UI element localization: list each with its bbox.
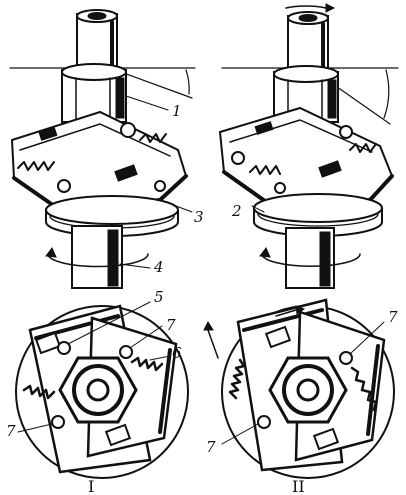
hub-shade-right: [327, 79, 337, 119]
weight-left-b-edge: [158, 348, 172, 434]
pin-right-1: [339, 125, 353, 139]
spring-right-b: [349, 143, 377, 153]
cam-disc-right: [253, 193, 383, 223]
plan-bore-right: [296, 378, 320, 402]
weight-right-b-edge: [366, 344, 380, 436]
hub-shade-left: [115, 77, 125, 119]
cam-disc-left: [45, 195, 179, 225]
label-part-6: 6: [172, 344, 182, 362]
weight-direction-arrow: [295, 305, 306, 315]
weight-direction-line: [275, 309, 297, 317]
spring-left-b: [139, 133, 167, 143]
leader-7-top-right: [349, 321, 385, 355]
plan-spring-right-left: [228, 358, 246, 400]
lower-shaft-shade-right: [319, 231, 331, 287]
label-part-2: 2: [231, 202, 242, 220]
label-part-7-top-right: 7: [388, 308, 398, 326]
label-part-5: 5: [154, 288, 164, 306]
plan-pin-7-top-left: [119, 345, 133, 359]
slot-right-2: [254, 121, 274, 135]
assembly-left: [9, 9, 196, 289]
leader-2: [251, 205, 265, 213]
hub-nut-top-left: [61, 63, 127, 81]
plate-inner-edge-right: [229, 119, 373, 153]
slot-left-2: [38, 127, 58, 141]
plan-slot-right-1: [264, 325, 292, 349]
plan-bore-left: [86, 378, 110, 402]
label-part-7-top-left: 7: [166, 316, 176, 334]
label-part-7-bottom-left: 7: [6, 422, 16, 440]
rotation-arc-right: [261, 253, 361, 267]
angle-arc-left: [185, 69, 190, 95]
cam-disc-line-right: [257, 213, 379, 227]
plan-pin-5: [57, 341, 71, 355]
leader-4: [119, 263, 151, 269]
weight-right-a-edge: [242, 308, 324, 332]
label-part-7-bottom-right: 7: [206, 438, 216, 456]
plan-left: [15, 301, 189, 479]
pin-left-3: [154, 180, 166, 192]
plan-slot-left-1: [34, 331, 62, 355]
label-part-4: 4: [153, 258, 164, 276]
slot-left-1: [114, 164, 138, 182]
pin-left-2: [57, 179, 71, 193]
label-part-1: 1: [172, 102, 182, 120]
rotation-indicator-middle: [203, 320, 219, 359]
top-rotation-arrow-right: [325, 3, 336, 13]
label-part-3: 3: [194, 208, 204, 226]
hub-nut-top-right: [273, 65, 339, 83]
shaft-bore-right: [298, 14, 318, 22]
plan-slot-left-2: [104, 423, 132, 447]
leader-3: [175, 205, 193, 213]
assembly-right: [218, 3, 399, 289]
view-label-right: II: [292, 477, 305, 495]
rotation-arrow-right: [259, 247, 271, 258]
leader-7-top-left: [129, 325, 163, 349]
plan-pin-7-bottom-left: [51, 415, 65, 429]
middle-arrow-line: [207, 329, 219, 359]
pin-left-1: [120, 122, 136, 138]
rotation-arrow-left: [45, 247, 57, 258]
plan-spring-6: [130, 356, 164, 372]
leader-6: [149, 355, 171, 361]
spring-right-a: [249, 165, 281, 175]
pin-right-2: [231, 151, 245, 165]
top-rotation-arc-right: [285, 5, 327, 9]
slot-right-1: [318, 160, 342, 178]
leader-7-bottom-left: [17, 423, 53, 433]
plan-pin-7-bottom-right: [257, 415, 271, 429]
rotation-arc-left: [47, 253, 149, 268]
spring-left-a: [17, 161, 55, 171]
plan-pin-7-top-right: [339, 351, 353, 365]
angle-arc-right: [383, 69, 390, 119]
view-label-left: I: [88, 477, 94, 495]
middle-arrow-head: [203, 320, 214, 331]
plan-spring-left-lower: [22, 384, 56, 400]
pin-right-3: [274, 182, 286, 194]
leader-7-bottom-right: [221, 423, 259, 445]
plan-spring-right-right: [350, 366, 378, 412]
lower-shaft-shade-left: [107, 229, 119, 287]
plate-inner-edge-left: [19, 123, 171, 157]
leader-1: [125, 95, 169, 111]
shaft-bore-left: [87, 12, 107, 20]
plan-right: [221, 298, 395, 479]
plan-slot-right-2: [312, 427, 340, 451]
leader-5: [67, 301, 151, 345]
